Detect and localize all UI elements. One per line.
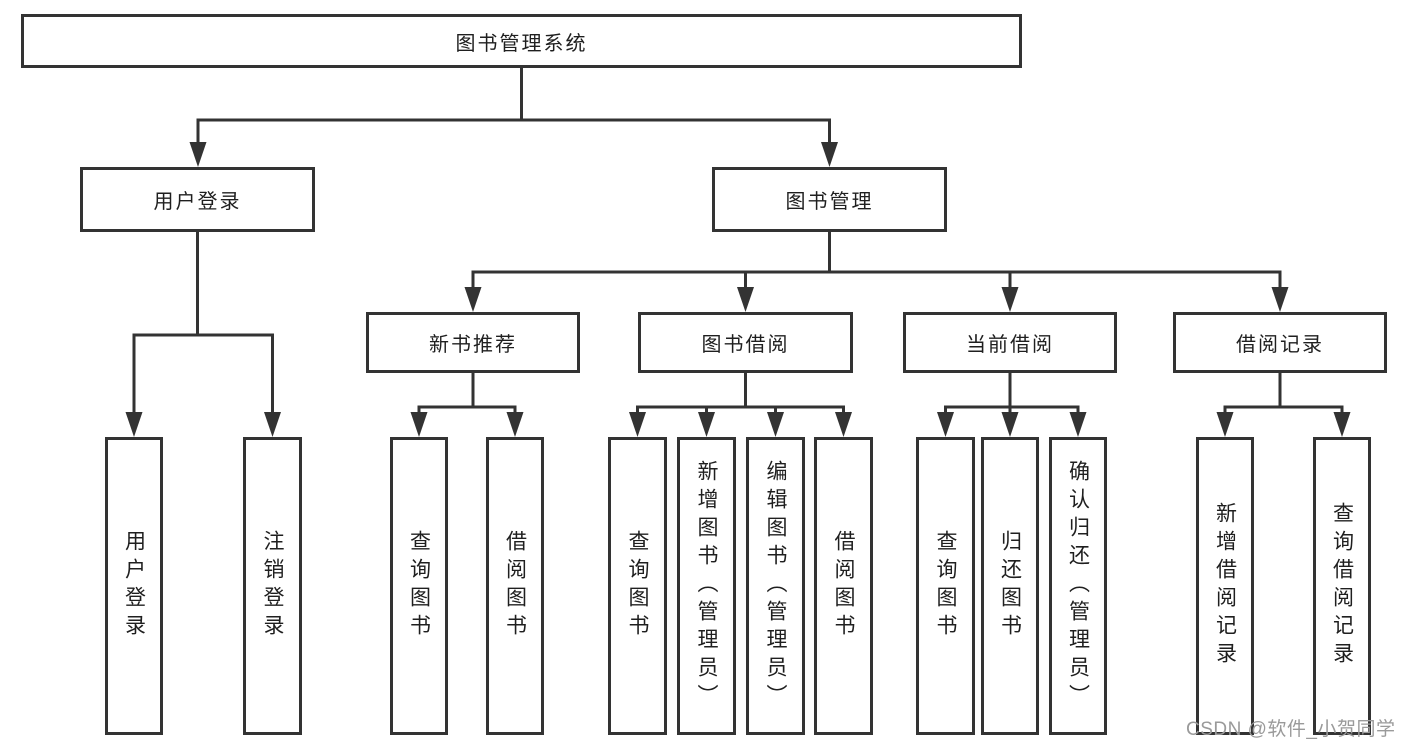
leaf-borrow-books: 借阅图书 (814, 437, 873, 735)
connector-book-management-children (464, 232, 1289, 312)
node-book-borrow-label: 图书借阅 (701, 334, 790, 356)
node-book-management: 图书管理 (712, 167, 947, 232)
node-current-borrow-label: 当前借阅 (966, 334, 1054, 356)
csdn-watermark: CSDN @软件_小贺同学 (1186, 719, 1396, 740)
node-borrow-records-label: 借阅记录 (1236, 334, 1324, 356)
leaf-add-borrow-record-label: 新增借阅记录 (1213, 502, 1237, 670)
connector-current-borrow-children (937, 373, 1087, 437)
leaf-recommend-query-books-label: 查询图书 (407, 530, 431, 642)
leaf-borrow-query-books: 查询图书 (608, 437, 667, 735)
leaf-logout-label: 注销登录 (261, 530, 284, 642)
connector-root-to-level2 (189, 68, 838, 167)
leaf-return-books-label: 归还图书 (998, 530, 1022, 642)
node-book-management-label: 图书管理 (785, 191, 874, 213)
node-borrow-records: 借阅记录 (1173, 312, 1387, 373)
leaf-add-borrow-record: 新增借阅记录 (1196, 437, 1254, 735)
leaf-recommend-borrow-books-label: 借阅图书 (503, 530, 527, 642)
leaf-recommend-borrow-books: 借阅图书 (486, 437, 544, 735)
connector-user-login-children (125, 232, 281, 437)
leaf-logout: 注销登录 (243, 437, 302, 735)
node-current-borrow: 当前借阅 (903, 312, 1117, 373)
node-root-system: 图书管理系统 (21, 14, 1022, 68)
connector-borrow-records-children (1216, 373, 1351, 437)
leaf-edit-books-admin-label: 编辑图书（管理员） (764, 460, 787, 712)
leaf-recommend-query-books: 查询图书 (390, 437, 448, 735)
leaf-query-borrow-record-label: 查询借阅记录 (1330, 502, 1354, 670)
node-new-book-recommend: 新书推荐 (366, 312, 580, 373)
node-new-book-recommend-label: 新书推荐 (429, 334, 517, 356)
leaf-edit-books-admin: 编辑图书（管理员） (746, 437, 805, 735)
leaf-user-login-label: 用户登录 (122, 530, 146, 642)
leaf-query-borrow-record: 查询借阅记录 (1313, 437, 1371, 735)
connector-new-book-recommend-children (410, 373, 524, 437)
leaf-borrow-query-books-label: 查询图书 (626, 530, 649, 642)
leaf-confirm-return-admin: 确认归还（管理员） (1049, 437, 1107, 735)
node-user-login-label: 用户登录 (153, 191, 242, 213)
leaf-add-books-admin-label: 新增图书（管理员） (695, 460, 718, 712)
leaf-borrow-books-label: 借阅图书 (832, 530, 855, 642)
leaf-current-query-books: 查询图书 (916, 437, 975, 735)
node-root-system-label: 图书管理系统 (455, 32, 588, 55)
leaf-current-query-books-label: 查询图书 (934, 530, 957, 642)
node-user-login: 用户登录 (80, 167, 315, 232)
leaf-confirm-return-admin-label: 确认归还（管理员） (1066, 460, 1090, 712)
connector-book-borrow-children (629, 373, 852, 437)
leaf-return-books: 归还图书 (981, 437, 1039, 735)
leaf-add-books-admin: 新增图书（管理员） (677, 437, 736, 735)
leaf-user-login: 用户登录 (105, 437, 163, 735)
node-book-borrow: 图书借阅 (638, 312, 853, 373)
